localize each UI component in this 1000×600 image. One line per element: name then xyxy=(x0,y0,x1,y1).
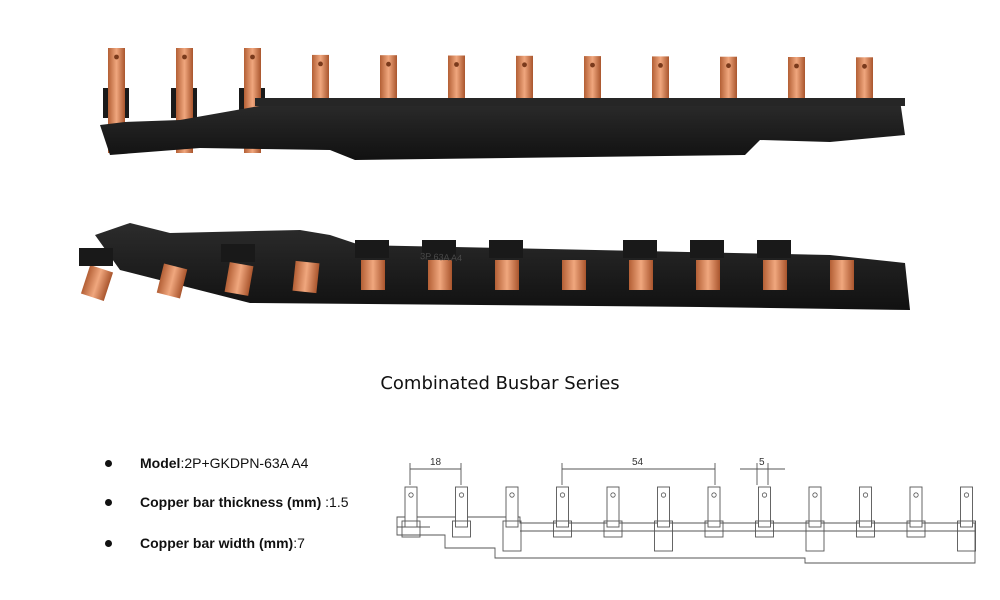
copper-tab xyxy=(80,265,114,301)
tab-hole xyxy=(794,63,799,69)
tab-hole xyxy=(522,62,527,68)
busbar-body-top xyxy=(100,100,905,160)
tab-hole xyxy=(658,63,663,68)
drawing-tab-base xyxy=(755,520,774,538)
drawing-tab-hole xyxy=(862,492,869,498)
tab-hole xyxy=(590,62,595,68)
copper-tab xyxy=(696,260,720,290)
tab-holder xyxy=(690,240,724,258)
spec-separator: : xyxy=(321,494,330,510)
drawing-tab-base xyxy=(906,520,926,538)
tab-hole xyxy=(862,63,867,69)
drawing-tab-hole xyxy=(761,492,768,498)
drawing-tab-base xyxy=(704,520,724,538)
bullet-icon xyxy=(105,498,112,506)
bullet-icon xyxy=(105,459,112,467)
spec-label: Model xyxy=(140,455,181,471)
spec-label: Copper bar thickness (mm) xyxy=(140,494,322,510)
drawing-tab-hole xyxy=(711,492,717,498)
drawing-tab-hole xyxy=(559,492,566,498)
drawing-tab xyxy=(758,486,771,528)
busbar-photo-bottom: 3P 63A A4 xyxy=(79,223,910,310)
tab-holder xyxy=(221,244,255,262)
busbar-marking: 3P 63A A4 xyxy=(420,251,462,263)
drawing-tab-hole xyxy=(963,492,970,498)
tab-hole xyxy=(726,63,731,69)
drawing-tab-base xyxy=(957,520,976,552)
tab-hole xyxy=(250,54,255,60)
drawing-tab xyxy=(960,486,973,528)
drawing-tab-hole xyxy=(610,492,616,498)
drawing-tab-hole xyxy=(812,492,818,498)
drawing-tab-hole xyxy=(509,492,515,498)
drawing-tab-base xyxy=(452,520,471,538)
copper-tab xyxy=(428,260,452,290)
drawing-tab xyxy=(505,486,519,528)
spec-thickness: Copper bar thickness (mm) :1.5 xyxy=(105,490,405,514)
drawing-tab-base xyxy=(856,520,875,538)
drawing-tab xyxy=(808,486,822,528)
dim-label-tab: 5 xyxy=(759,457,765,468)
spec-model: Model:2P+GKDPN-63A A4 xyxy=(105,451,405,475)
tab-hole xyxy=(318,61,323,67)
tab-hole xyxy=(386,61,391,67)
tab-holder xyxy=(757,240,791,258)
copper-tab xyxy=(361,260,385,290)
dim-label-span: 54 xyxy=(632,457,644,468)
technical-drawing: 18 54 5 xyxy=(396,457,976,564)
drawing-tab xyxy=(404,486,418,528)
tab-hole xyxy=(182,54,187,60)
drawing-tab xyxy=(707,486,721,528)
drawing-tab-hole xyxy=(458,492,465,498)
drawing-tab-hole xyxy=(660,492,667,498)
copper-tab xyxy=(224,262,254,296)
spec-separator: : xyxy=(180,455,185,471)
drawing-outline xyxy=(396,516,976,564)
drawing-tab-hole xyxy=(913,492,919,498)
copper-tab xyxy=(562,260,586,290)
drawing-tab xyxy=(556,486,569,528)
caption: Combinated Busbar Series xyxy=(380,373,620,394)
drawing-tab xyxy=(909,486,923,528)
drawing-tab xyxy=(455,486,468,528)
drawing-tab-base xyxy=(805,520,825,552)
tab-holder xyxy=(422,240,456,258)
tab-holder xyxy=(79,248,113,266)
copper-tab xyxy=(156,263,188,299)
tab-holder xyxy=(489,240,523,258)
drawing-tab xyxy=(657,486,670,528)
drawing-tab-hole xyxy=(408,492,414,498)
drawing-tab-base xyxy=(603,520,623,538)
spec-label: Copper bar width (mm) xyxy=(140,535,294,551)
copper-tab xyxy=(629,260,653,290)
busbar-photo-top xyxy=(100,48,905,160)
spec-separator: : xyxy=(293,535,298,551)
drawing-tab-base xyxy=(553,520,572,538)
drawing-tab-base xyxy=(502,520,522,552)
spec-value: 2P+GKDPN-63A A4 xyxy=(184,455,309,471)
tab-hole xyxy=(454,62,459,67)
drawing-tab xyxy=(606,486,620,528)
copper-tab xyxy=(495,260,519,290)
tab-holder xyxy=(355,240,389,258)
drawing-tab-base xyxy=(654,520,673,552)
copper-tab xyxy=(292,260,320,294)
spec-value: 1.5 xyxy=(329,494,349,510)
spec-width: Copper bar width (mm):7 xyxy=(105,531,405,555)
bullet-icon xyxy=(105,539,112,547)
tab-holder xyxy=(623,240,657,258)
dim-label-pitch: 18 xyxy=(430,457,442,468)
drawing-tab xyxy=(859,486,872,528)
copper-tab xyxy=(830,260,854,290)
drawing-tab-base xyxy=(401,520,421,538)
spec-value: 7 xyxy=(297,535,305,551)
tab-hole xyxy=(114,54,119,60)
copper-tab xyxy=(763,260,787,290)
